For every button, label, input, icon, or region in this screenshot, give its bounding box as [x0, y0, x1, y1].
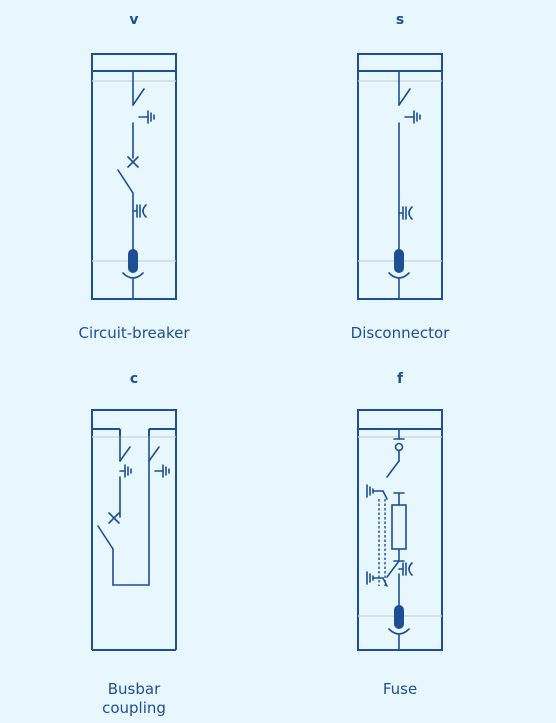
busbar-coupling-caption: Busbar coupling: [102, 680, 166, 717]
circuit-breaker-diagram: [91, 53, 177, 300]
disconnector-caption: Disconnector: [350, 324, 450, 342]
disconnector-diagram: [357, 53, 443, 300]
panel-v-letter: v: [129, 12, 139, 28]
panel-c-letter: c: [129, 371, 139, 387]
panel-s-letter: s: [395, 12, 405, 28]
fuse-diagram: [357, 409, 443, 651]
panel-f-letter: f: [396, 371, 404, 387]
circuit-breaker-caption: Circuit-breaker: [78, 324, 190, 342]
busbar-coupling-diagram: [91, 409, 177, 651]
fuse-caption: Fuse: [382, 680, 418, 698]
